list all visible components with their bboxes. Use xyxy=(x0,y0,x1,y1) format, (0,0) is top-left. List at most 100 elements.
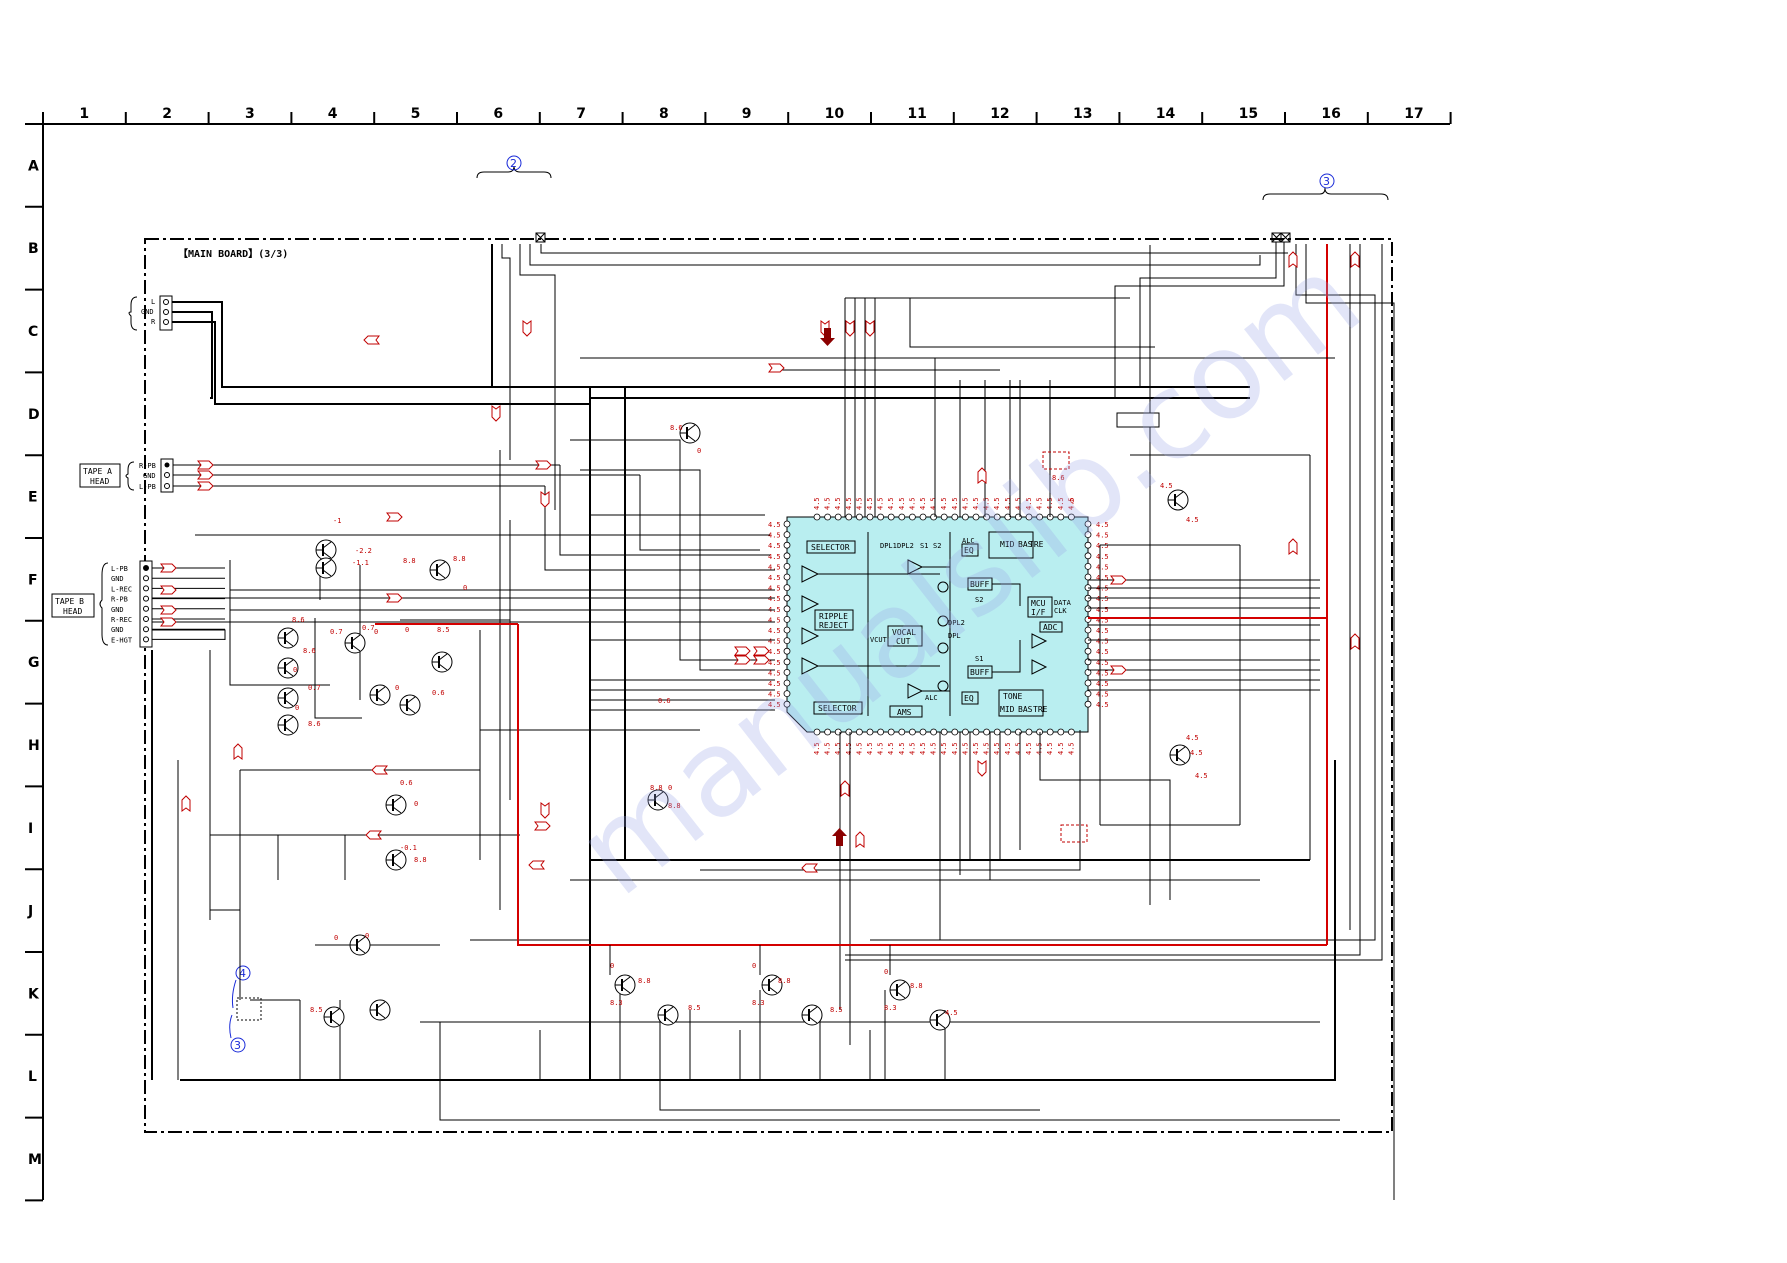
ic-buff-top: BUFF xyxy=(970,580,989,589)
row-label: E xyxy=(28,490,38,506)
column-label: 12 xyxy=(990,106,1009,122)
tape-b-pin: GND xyxy=(111,575,124,583)
ic-pin-voltage: 4.5 xyxy=(1096,659,1109,667)
voltage-reading: 0 xyxy=(295,704,299,712)
ic-pin-voltage: 4.5 xyxy=(898,497,906,510)
ic-pin-voltage: 4.5 xyxy=(908,497,916,510)
voltage-reading: 4.5 xyxy=(1190,749,1203,757)
row-label: K xyxy=(28,986,40,1002)
voltage-reading: 8.8 xyxy=(403,557,416,565)
tape-b-head: TAPE B HEAD L-PBGNDL-RECR-PBGNDR-RECGNDE… xyxy=(51,560,225,648)
ic-dpl: DPL xyxy=(948,632,961,640)
voltage-reading: 0 xyxy=(334,934,338,942)
ic-pin-voltage: 4.5 xyxy=(1057,497,1065,510)
voltage-reading: -0.1 xyxy=(400,844,417,852)
ic-pin-voltage: 4.5 xyxy=(983,742,991,755)
signal-arrow xyxy=(1350,633,1360,650)
voltage-reading: 0 xyxy=(697,447,701,455)
transistor-symbol xyxy=(647,789,669,811)
ic-pin-voltage: 4.5 xyxy=(768,669,781,677)
row-label: C xyxy=(28,324,38,340)
column-label: 1 xyxy=(79,106,89,122)
ic-pin-voltage: 4.5 xyxy=(1096,648,1109,656)
column-label: 15 xyxy=(1239,106,1258,122)
voltage-reading: 8.6 xyxy=(670,424,683,432)
ic-pin-voltage: 4.5 xyxy=(768,638,781,646)
voltage-reading: 8.8 xyxy=(910,982,923,990)
in-pin-l: L xyxy=(151,298,155,306)
voltage-reading: 8.5 xyxy=(310,1006,323,1014)
ic-pin-voltage: 4.5 xyxy=(768,553,781,561)
transistor-symbol xyxy=(315,557,337,579)
watermark: manualslib.com xyxy=(552,229,1386,923)
signal-arrow xyxy=(160,605,177,615)
tape-a-label-2: HEAD xyxy=(90,477,109,486)
signal-arrow xyxy=(753,655,770,665)
voltage-reading: 8.3 xyxy=(884,1004,897,1012)
ic-pin-voltage: 4.5 xyxy=(1096,638,1109,646)
ic-pin-voltage: 4.5 xyxy=(834,497,842,510)
tape-b-pin: R-PB xyxy=(111,596,128,604)
signal-arrow xyxy=(534,821,551,831)
ic-pin-voltage: 4.5 xyxy=(1014,497,1022,510)
ic-pin-voltage: 4.5 xyxy=(813,497,821,510)
voltage-reading: 8.6 xyxy=(292,616,305,624)
ic-pin-voltage: 4.5 xyxy=(1004,497,1012,510)
red-dashed-box-1 xyxy=(1042,451,1070,470)
ic-pin-voltage: 4.5 xyxy=(866,742,874,755)
callout-3-top: 3 xyxy=(1262,173,1389,201)
ic-pin-voltage: 4.5 xyxy=(845,497,853,510)
transistor-symbol xyxy=(369,684,391,706)
voltage-reading: 8.6 xyxy=(1052,474,1065,482)
signal-arrow xyxy=(386,512,403,522)
voltage-reading: 4.5 xyxy=(1186,734,1199,742)
transistor-symbol xyxy=(657,1004,679,1026)
ic-pin-voltage: 4.5 xyxy=(824,742,832,755)
voltage-reading: 0 xyxy=(752,962,756,970)
ic-pin-voltage: 4.5 xyxy=(1004,742,1012,755)
transistor-symbol xyxy=(385,794,407,816)
ic-mcu: MCU xyxy=(1031,599,1046,608)
voltage-reading: 0 xyxy=(293,666,297,674)
transistor-symbol xyxy=(431,651,453,673)
signal-arrow xyxy=(1350,251,1360,268)
ic-pin-voltage: 4.5 xyxy=(855,497,863,510)
board-frame xyxy=(144,238,1393,1133)
signal-arrow xyxy=(363,335,380,345)
ic-pin-voltage: 4.5 xyxy=(940,497,948,510)
transistor-symbol xyxy=(429,559,451,581)
ic-pin-voltage: 4.5 xyxy=(1025,497,1033,510)
voltage-reading: 0.6 xyxy=(658,697,671,705)
ic-pin-voltage: 4.5 xyxy=(1096,680,1109,688)
tape-a-pin-2: GND xyxy=(143,472,156,480)
voltage-reading: 0.7 xyxy=(362,624,375,632)
voltage-reading: 4.5 xyxy=(1186,516,1199,524)
ic-pin-voltage: 4.5 xyxy=(1067,497,1075,510)
ic-pin-voltage: 4.5 xyxy=(887,497,895,510)
row-label: I xyxy=(28,821,33,837)
signal-arrow xyxy=(365,830,382,840)
transistor-symbol xyxy=(277,687,299,709)
ic-data: DATA xyxy=(1054,599,1072,607)
ic-pin-voltage: 4.5 xyxy=(930,742,938,755)
voltage-reading: 8.6 xyxy=(303,647,316,655)
voltage-reading: 0 xyxy=(884,968,888,976)
transistor-symbol xyxy=(344,632,366,654)
ic-pin-voltage: 4.5 xyxy=(1096,574,1109,582)
signal-arrow xyxy=(233,743,243,760)
signal-arrow xyxy=(197,470,214,480)
ic-pin-voltage: 4.5 xyxy=(1096,585,1109,593)
ic-vcut: VCUT xyxy=(870,636,888,644)
transistor-symbol xyxy=(277,657,299,679)
voltage-reading: 0 xyxy=(395,684,399,692)
voltage-reading: 0 xyxy=(374,628,378,636)
ic-eq-top: EQ xyxy=(964,546,974,555)
wire-network xyxy=(151,232,1395,1200)
tape-b-pin: GND xyxy=(111,606,124,614)
solid-arrow xyxy=(820,328,835,346)
ic-dpl1: DPL1 xyxy=(880,542,897,550)
ic-pin-voltage: 4.5 xyxy=(1096,701,1109,709)
ic-mid-bottom: MID xyxy=(1000,705,1015,714)
callout-3-label: 3 xyxy=(1323,175,1330,188)
transistor-symbol xyxy=(1169,744,1191,766)
